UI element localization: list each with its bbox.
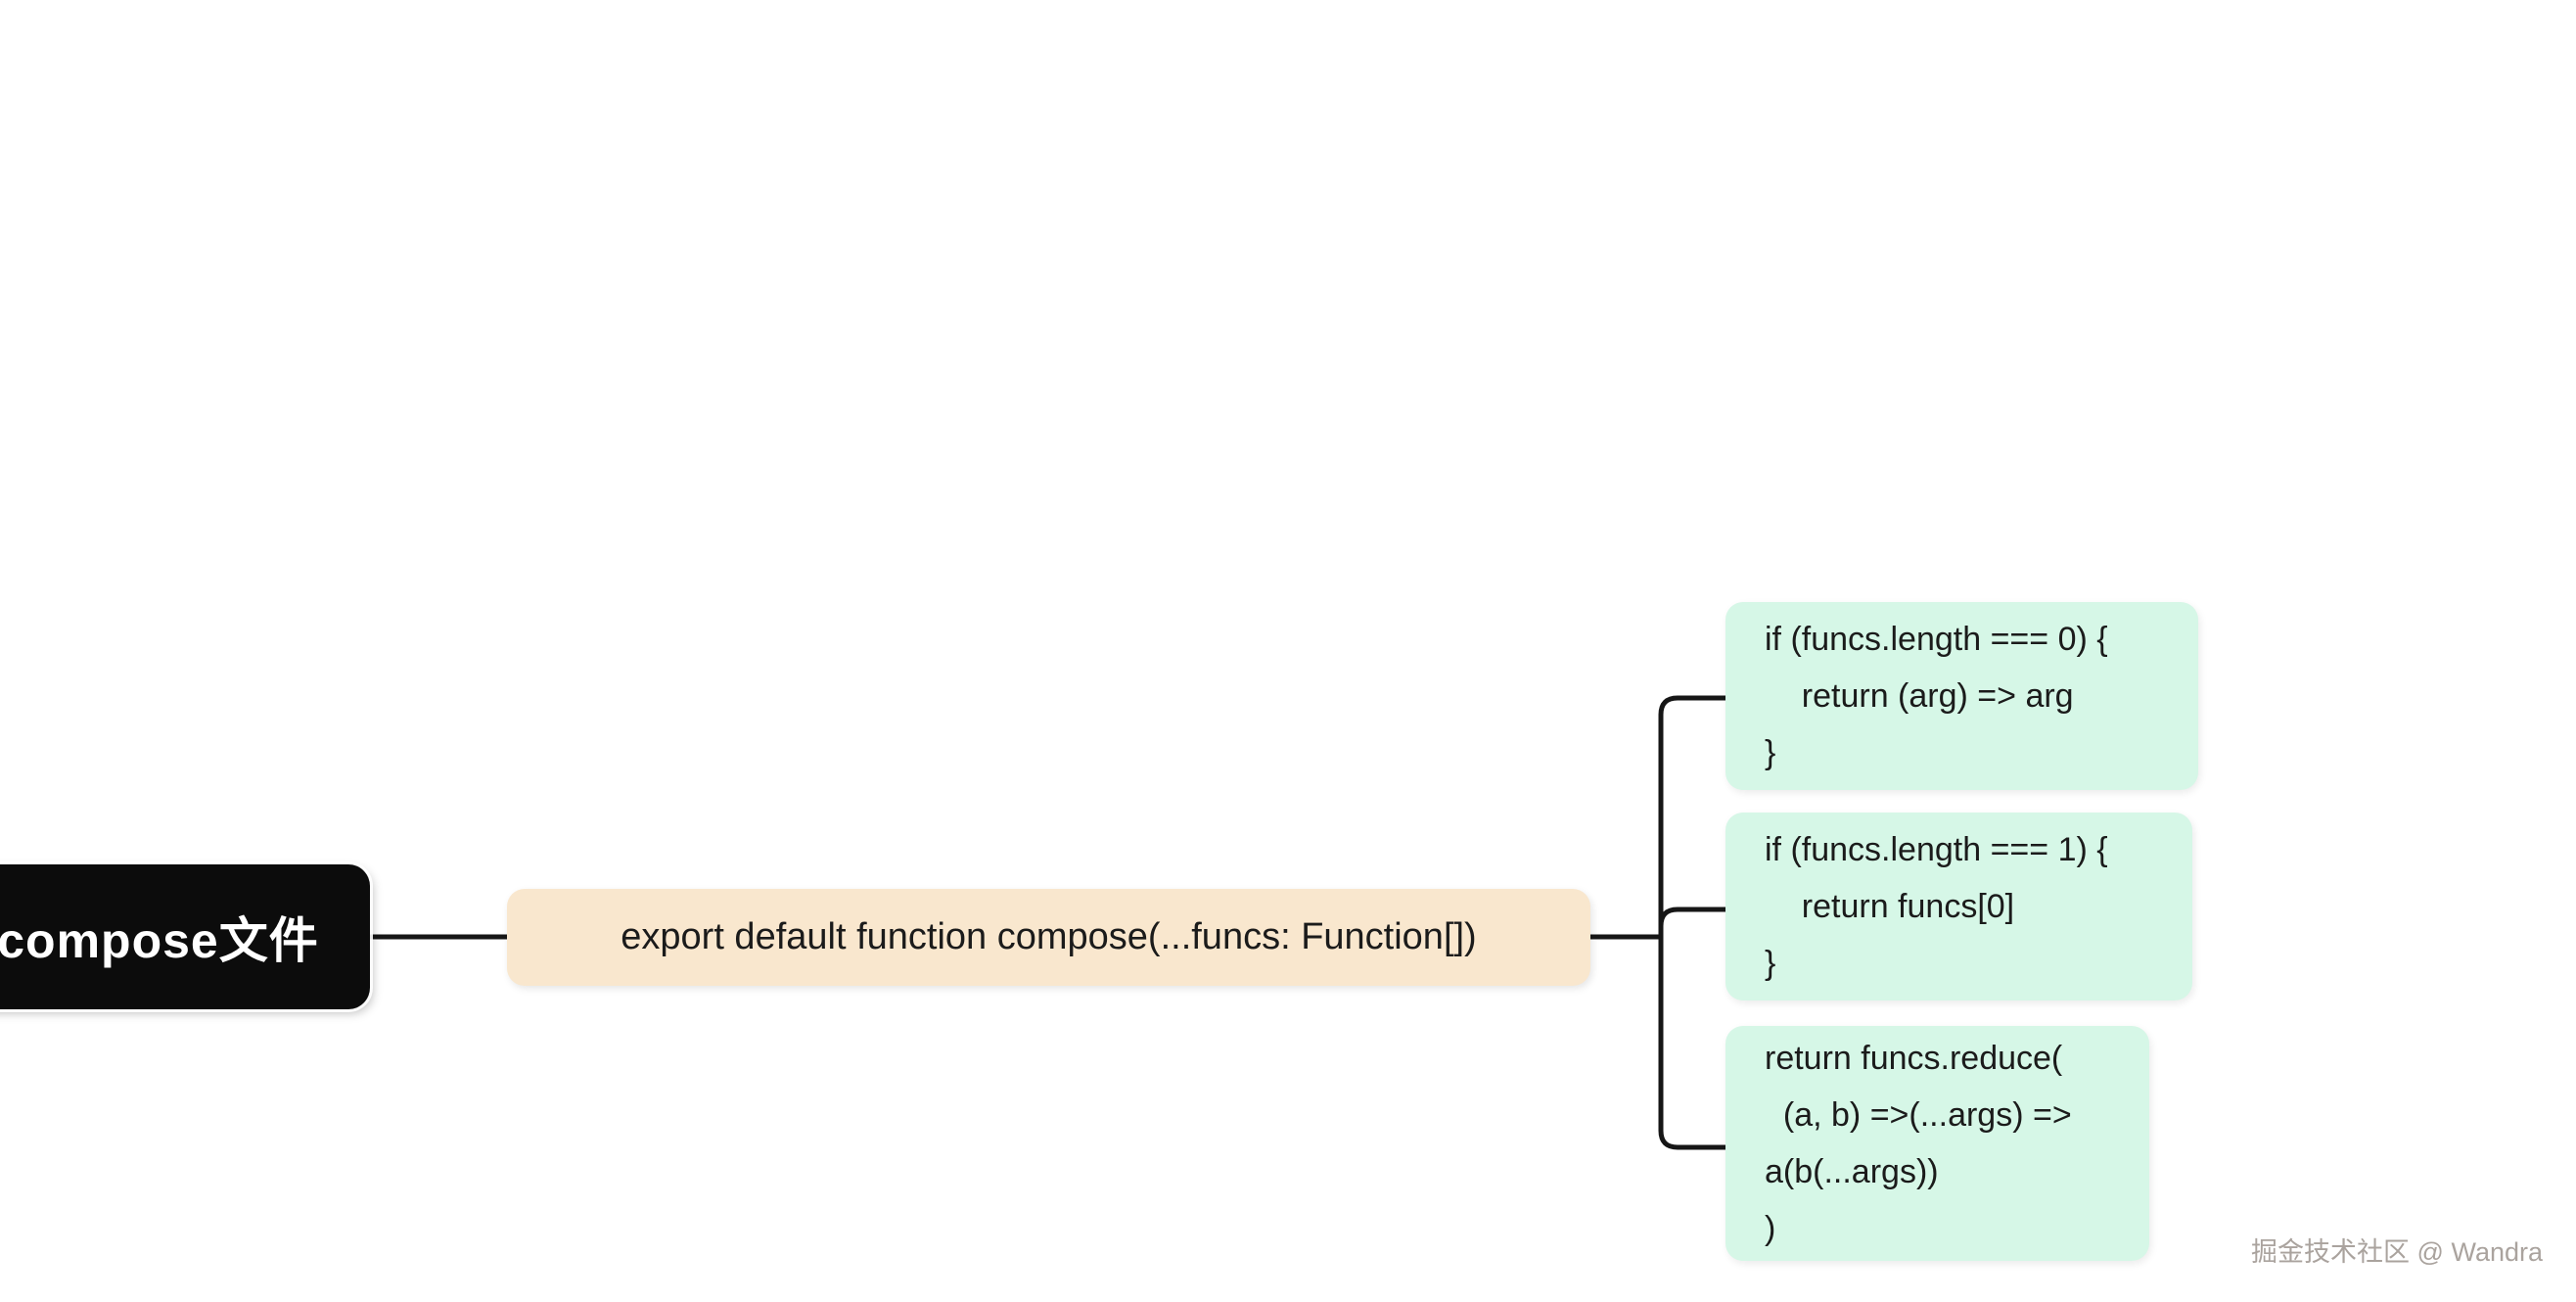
node-compose-file-root[interactable]: compose文件 (0, 864, 370, 1009)
node-export-default-function[interactable]: export default function compose(...funcs… (507, 889, 1590, 986)
connector-trunk-branch-1-and-3 (1658, 695, 1728, 1150)
code-line: a(b(...args)) (1765, 1153, 1939, 1190)
node-if-length-1[interactable]: if (funcs.length === 1) { return funcs[0… (1725, 813, 2192, 1000)
watermark-juejin-community: 掘金技术社区 @ Wandra (2251, 1237, 2543, 1267)
parent-node-label: export default function compose(...funcs… (621, 916, 1477, 957)
code-line: if (funcs.length === 0) { (1765, 621, 2108, 658)
code-line: ) (1765, 1210, 1776, 1247)
root-node-label: compose文件 (0, 913, 319, 968)
connector-branch-2 (1658, 907, 1728, 940)
node-return-reduce[interactable]: return funcs.reduce( (a, b) =>(...args) … (1725, 1026, 2149, 1261)
code-line: return funcs[0] (1765, 888, 2015, 925)
code-line: return (arg) => arg (1765, 677, 2074, 715)
code-line: return funcs.reduce( (1765, 1040, 2063, 1077)
code-line: } (1765, 945, 1776, 982)
code-line: } (1765, 734, 1776, 771)
code-line: (a, b) =>(...args) => (1765, 1096, 2072, 1134)
code-line: if (funcs.length === 1) { (1765, 831, 2108, 868)
node-if-length-0[interactable]: if (funcs.length === 0) { return (arg) =… (1725, 602, 2198, 790)
